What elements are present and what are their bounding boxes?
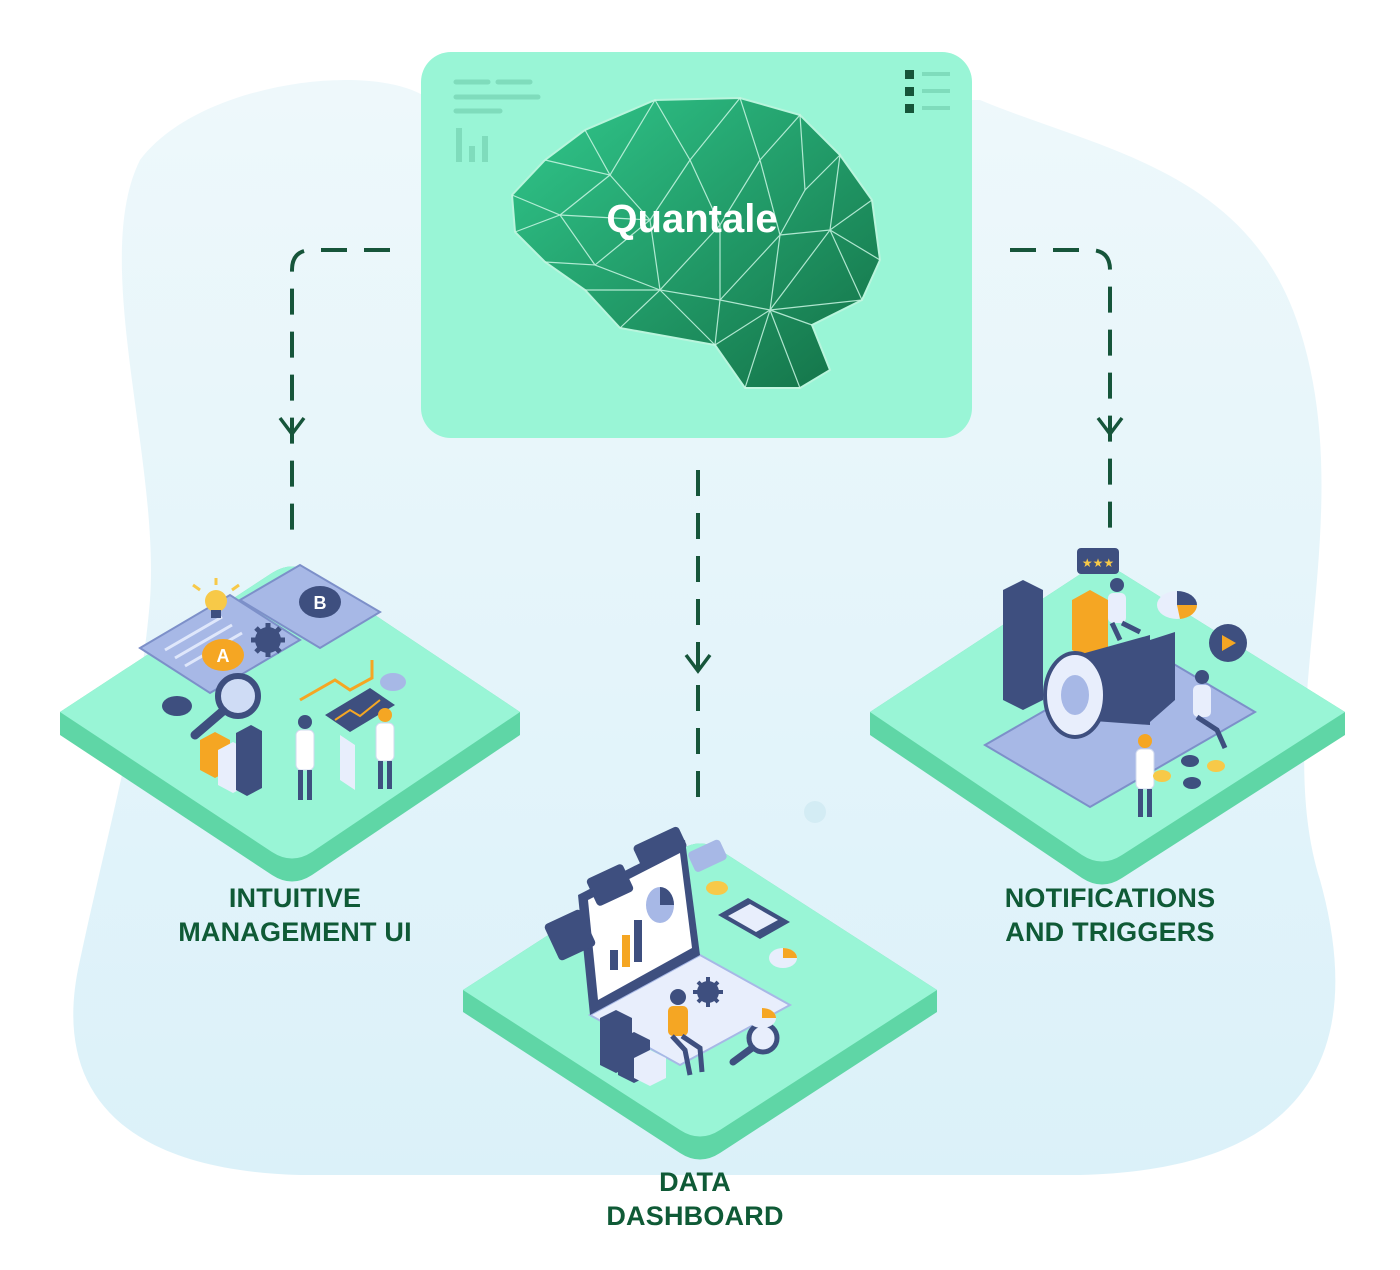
brand-wordmark: Quantale <box>606 197 777 241</box>
svg-text:★★★: ★★★ <box>1082 556 1114 570</box>
badge-b <box>299 586 341 618</box>
arrow-down-icon <box>684 653 712 674</box>
pie-chart-icon <box>1157 591 1198 619</box>
person-figure <box>1108 578 1142 642</box>
background-dot <box>804 801 826 823</box>
platform-notifications: ★★★ <box>870 548 1345 885</box>
calculator-icon <box>718 898 790 939</box>
caption-line: INTUITIVE <box>228 883 362 913</box>
connector-right <box>1010 248 1112 530</box>
caption-line: DATA <box>659 1167 731 1197</box>
badge-b-label: B <box>314 593 327 613</box>
caption-data-dashboard: DATA DASHBOARD <box>560 1165 830 1233</box>
person-figure <box>295 715 315 800</box>
arrow-down-icon <box>278 416 306 437</box>
caption-line: DASHBOARD <box>606 1201 784 1231</box>
magnifier-icon <box>190 673 261 740</box>
connector-left <box>290 248 390 530</box>
caption-line: MANAGEMENT UI <box>178 917 412 947</box>
platform-management-ui: A B <box>60 563 520 882</box>
floating-card <box>586 864 634 906</box>
panel-text-lines <box>453 79 541 114</box>
badge-a <box>202 639 244 671</box>
person-figure <box>668 989 705 1076</box>
floating-card <box>633 826 687 868</box>
caption-notifications: NOTIFICATIONS AND TRIGGERS <box>975 881 1245 949</box>
caption-line: NOTIFICATIONS <box>1004 883 1216 913</box>
list-icon <box>905 70 950 113</box>
connector-arrows <box>278 416 1124 674</box>
arrow-down-icon <box>1096 416 1124 437</box>
whiteboard <box>325 688 395 732</box>
megaphone-icon <box>1043 632 1175 739</box>
bar-chart-icon <box>456 128 488 162</box>
caption-line: AND TRIGGERS <box>1005 917 1215 947</box>
person-figure <box>1135 734 1155 817</box>
badge-a-label: A <box>217 646 230 666</box>
platform-data-dashboard <box>463 826 937 1160</box>
floating-card <box>544 909 596 961</box>
person-figure <box>375 708 395 789</box>
gear-icon <box>693 977 723 1007</box>
floating-card <box>688 839 727 872</box>
screen-bars <box>610 920 642 970</box>
tall-bar <box>1003 580 1043 710</box>
person-figure <box>1193 670 1228 750</box>
bar-chart-blocks <box>200 725 262 796</box>
play-badge-icon <box>1209 624 1247 662</box>
connectors <box>290 248 1112 810</box>
gear-icon <box>251 623 285 657</box>
caption-management-ui: INTUITIVE MANAGEMENT UI <box>160 881 430 949</box>
background-blob <box>73 80 1336 1175</box>
rating-bubble-icon: ★★★ <box>1077 548 1119 574</box>
brain-icon <box>510 96 882 389</box>
lightbulb-icon <box>192 578 240 618</box>
tall-bar <box>1072 590 1108 660</box>
